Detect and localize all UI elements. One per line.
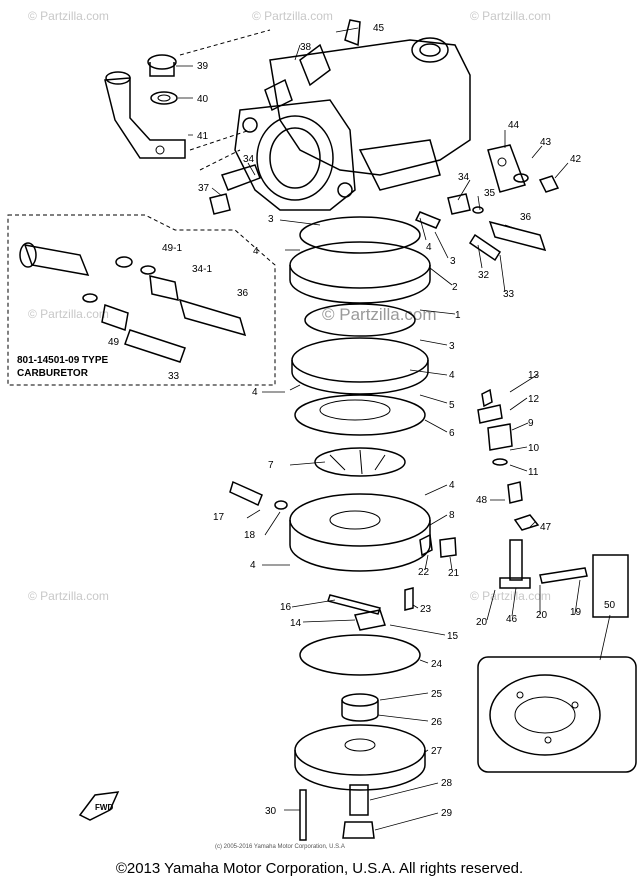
callout-4a: 4 bbox=[253, 246, 259, 257]
callout-37: 37 bbox=[198, 183, 210, 194]
callout-44: 44 bbox=[508, 120, 520, 131]
callout-10: 10 bbox=[528, 443, 540, 454]
watermarks: © Partzilla.com © Partzilla.com © Partzi… bbox=[28, 9, 551, 603]
watermark-center: © Partzilla.com bbox=[322, 305, 437, 324]
callout-3b: 3 bbox=[450, 256, 456, 267]
watermark: © Partzilla.com bbox=[28, 589, 109, 603]
callout-34b: 34 bbox=[458, 172, 470, 183]
callout-23: 23 bbox=[420, 604, 432, 615]
callout-35: 35 bbox=[484, 188, 496, 199]
callout-5: 5 bbox=[449, 400, 455, 411]
inset-callout-33: 33 bbox=[168, 371, 180, 382]
callout-47: 47 bbox=[540, 522, 552, 533]
copyright-footer: ©2013 Yamaha Motor Corporation, U.S.A. A… bbox=[115, 860, 524, 877]
callout-36: 36 bbox=[520, 212, 532, 223]
callout-13: 13 bbox=[528, 370, 540, 381]
callout-39: 39 bbox=[197, 61, 209, 72]
callout-33: 33 bbox=[503, 289, 515, 300]
inset-box bbox=[7, 214, 276, 386]
inset-callout-49: 49 bbox=[108, 337, 120, 348]
callout-7: 7 bbox=[268, 460, 274, 471]
callout-45: 45 bbox=[373, 23, 385, 34]
carburetor-body bbox=[234, 19, 471, 211]
inset-callout-49-1: 49-1 bbox=[162, 243, 182, 254]
callout-24: 24 bbox=[431, 659, 443, 670]
callout-16: 16 bbox=[280, 602, 292, 613]
callout-25: 25 bbox=[431, 689, 443, 700]
callout-30: 30 bbox=[265, 806, 277, 817]
callout-labels: 45 39 40 41 38 44 43 42 34 37 34 35 36 3… bbox=[108, 23, 616, 819]
watermark: © Partzilla.com bbox=[470, 9, 551, 23]
callout-20b: 20 bbox=[536, 610, 548, 621]
callout-4d: 4 bbox=[252, 387, 258, 398]
inset-parts: 801-14501-09 TYPE CARBURETOR bbox=[17, 242, 247, 379]
watermark: © Partzilla.com bbox=[28, 307, 109, 321]
leader-lines bbox=[176, 27, 581, 831]
gasket-stack bbox=[289, 216, 431, 791]
callout-28: 28 bbox=[441, 778, 453, 789]
inset-caption-line1: 801-14501-09 TYPE bbox=[17, 355, 109, 366]
callout-34a: 34 bbox=[243, 154, 255, 165]
inset-callout-36: 36 bbox=[237, 288, 249, 299]
fwd-arrow: FWD bbox=[78, 791, 120, 821]
callout-4c: 4 bbox=[449, 370, 455, 381]
watermark: © Partzilla.com bbox=[28, 9, 109, 23]
callout-41: 41 bbox=[197, 131, 209, 142]
callout-17: 17 bbox=[213, 512, 225, 523]
carburetor-exploded-diagram: © Partzilla.com © Partzilla.com © Partzi… bbox=[7, 9, 637, 850]
callout-4b: 4 bbox=[426, 242, 432, 253]
callout-22: 22 bbox=[418, 567, 430, 578]
inset-callout-34-1: 34-1 bbox=[192, 264, 212, 275]
callout-8: 8 bbox=[449, 510, 455, 521]
callout-20a: 20 bbox=[476, 617, 488, 628]
callout-46: 46 bbox=[506, 614, 518, 625]
callout-3c: 3 bbox=[449, 341, 455, 352]
callout-50: 50 bbox=[604, 600, 616, 611]
callout-14: 14 bbox=[290, 618, 302, 629]
callout-4f: 4 bbox=[250, 560, 256, 571]
callout-43: 43 bbox=[540, 137, 552, 148]
callout-3a: 3 bbox=[268, 214, 274, 225]
callout-2: 2 bbox=[452, 282, 458, 293]
callout-6: 6 bbox=[449, 428, 455, 439]
fwd-label: FWD bbox=[95, 803, 113, 812]
callout-27: 27 bbox=[431, 746, 443, 757]
callout-29: 29 bbox=[441, 808, 453, 819]
inset-50 bbox=[477, 554, 637, 773]
callout-1: 1 bbox=[455, 310, 461, 321]
callout-32: 32 bbox=[478, 270, 490, 281]
watermark: © Partzilla.com bbox=[470, 589, 551, 603]
callout-26: 26 bbox=[431, 717, 443, 728]
callout-48: 48 bbox=[476, 495, 488, 506]
inset-caption-line2: CARBURETOR bbox=[17, 368, 89, 379]
callout-18: 18 bbox=[244, 530, 256, 541]
callout-4e: 4 bbox=[449, 480, 455, 491]
callout-40: 40 bbox=[197, 94, 209, 105]
callout-19: 19 bbox=[570, 607, 582, 618]
small-parts bbox=[229, 388, 588, 841]
callout-9: 9 bbox=[528, 418, 534, 429]
dash-lines bbox=[179, 29, 271, 171]
callout-15: 15 bbox=[447, 631, 459, 642]
callout-42: 42 bbox=[570, 154, 582, 165]
callout-12: 12 bbox=[528, 394, 540, 405]
small-copyright: (c) 2005-2016 Yamaha Motor Corporation, … bbox=[215, 844, 345, 850]
callout-21: 21 bbox=[448, 568, 460, 579]
callout-38: 38 bbox=[300, 42, 312, 53]
watermark: © Partzilla.com bbox=[252, 9, 333, 23]
choke-bracket bbox=[104, 54, 186, 159]
callout-11: 11 bbox=[528, 467, 539, 478]
right-upper-parts bbox=[209, 144, 560, 262]
